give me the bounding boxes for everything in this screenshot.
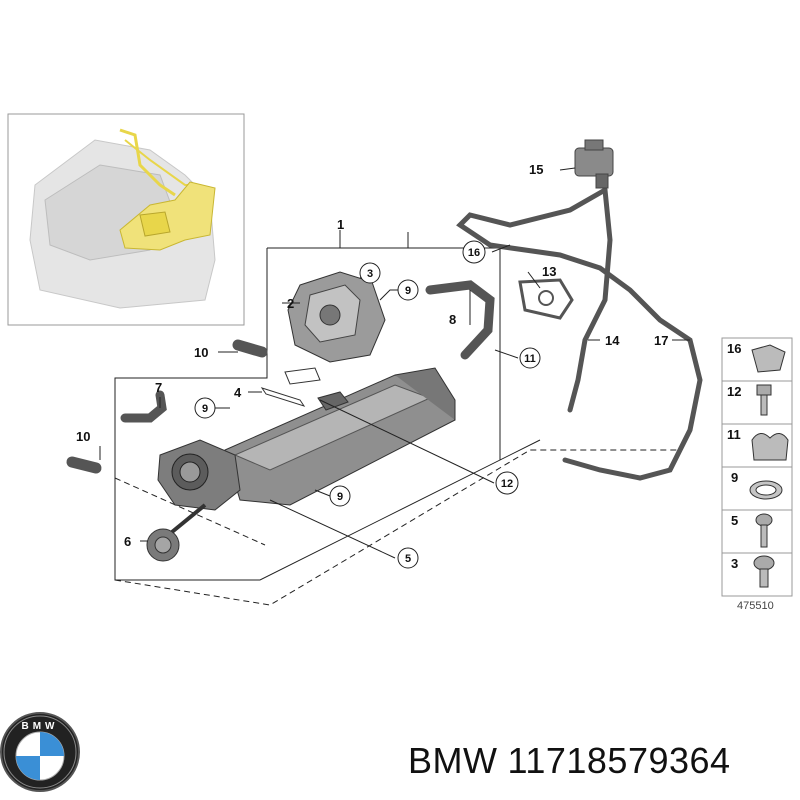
callout-17: 17 <box>654 333 668 348</box>
actuator <box>146 503 207 562</box>
clip-icon <box>751 344 786 373</box>
callout-9b: 9 <box>202 403 208 415</box>
callout-10b: 10 <box>76 429 90 444</box>
callout-4: 4 <box>234 385 242 400</box>
bmw-logo: BMW <box>0 712 80 792</box>
bolt-icon <box>756 384 772 416</box>
callout-11: 11 <box>524 353 536 365</box>
parts-legend: 16 12 11 9 5 3 475510 <box>721 337 793 612</box>
legend-item-16: 16 <box>727 341 741 356</box>
callout-5: 5 <box>405 553 411 565</box>
clamp-icon <box>751 433 789 461</box>
callout-14: 14 <box>605 333 620 348</box>
legend-item-11: 11 <box>727 427 741 442</box>
callout-2: 2 <box>287 296 294 311</box>
gasket <box>518 278 574 320</box>
circled-callout-labels: 3 9 9 11 9 5 12 16 <box>202 247 536 565</box>
callout-3: 3 <box>367 268 373 280</box>
callout-6: 6 <box>124 534 131 549</box>
hex-screw-icon <box>753 555 775 588</box>
hoses <box>66 187 703 481</box>
egr-cooler <box>157 367 456 511</box>
callout-16: 16 <box>468 247 480 259</box>
part-number: 11718579364 <box>507 740 731 781</box>
callout-1: 1 <box>337 217 344 232</box>
diagram-reference-number: 475510 <box>737 600 774 612</box>
callout-7: 7 <box>155 380 162 395</box>
callout-8: 8 <box>449 312 456 327</box>
callout-9c: 9 <box>337 491 343 503</box>
legend-item-9: 9 <box>731 470 738 485</box>
vacuum-valve <box>574 139 614 189</box>
screw-icon <box>755 513 773 548</box>
legend-item-3: 3 <box>731 556 738 571</box>
brand-name: BMW <box>408 740 498 781</box>
callout-13: 13 <box>542 264 556 279</box>
callout-12: 12 <box>501 478 513 490</box>
egr-valve <box>284 271 386 385</box>
bmw-logo-lettering: BMW <box>22 721 59 732</box>
callout-labels: 1 2 4 6 7 8 10 10 13 14 15 17 <box>76 162 668 549</box>
hose-clamp-icon <box>749 480 783 500</box>
callout-9a: 9 <box>405 285 411 297</box>
legend-item-12: 12 <box>727 384 741 399</box>
legend-item-5: 5 <box>731 513 738 528</box>
callout-15: 15 <box>529 162 543 177</box>
circled-callouts <box>194 240 541 569</box>
engine-overview-inset <box>7 113 245 326</box>
callout-10a: 10 <box>194 345 208 360</box>
